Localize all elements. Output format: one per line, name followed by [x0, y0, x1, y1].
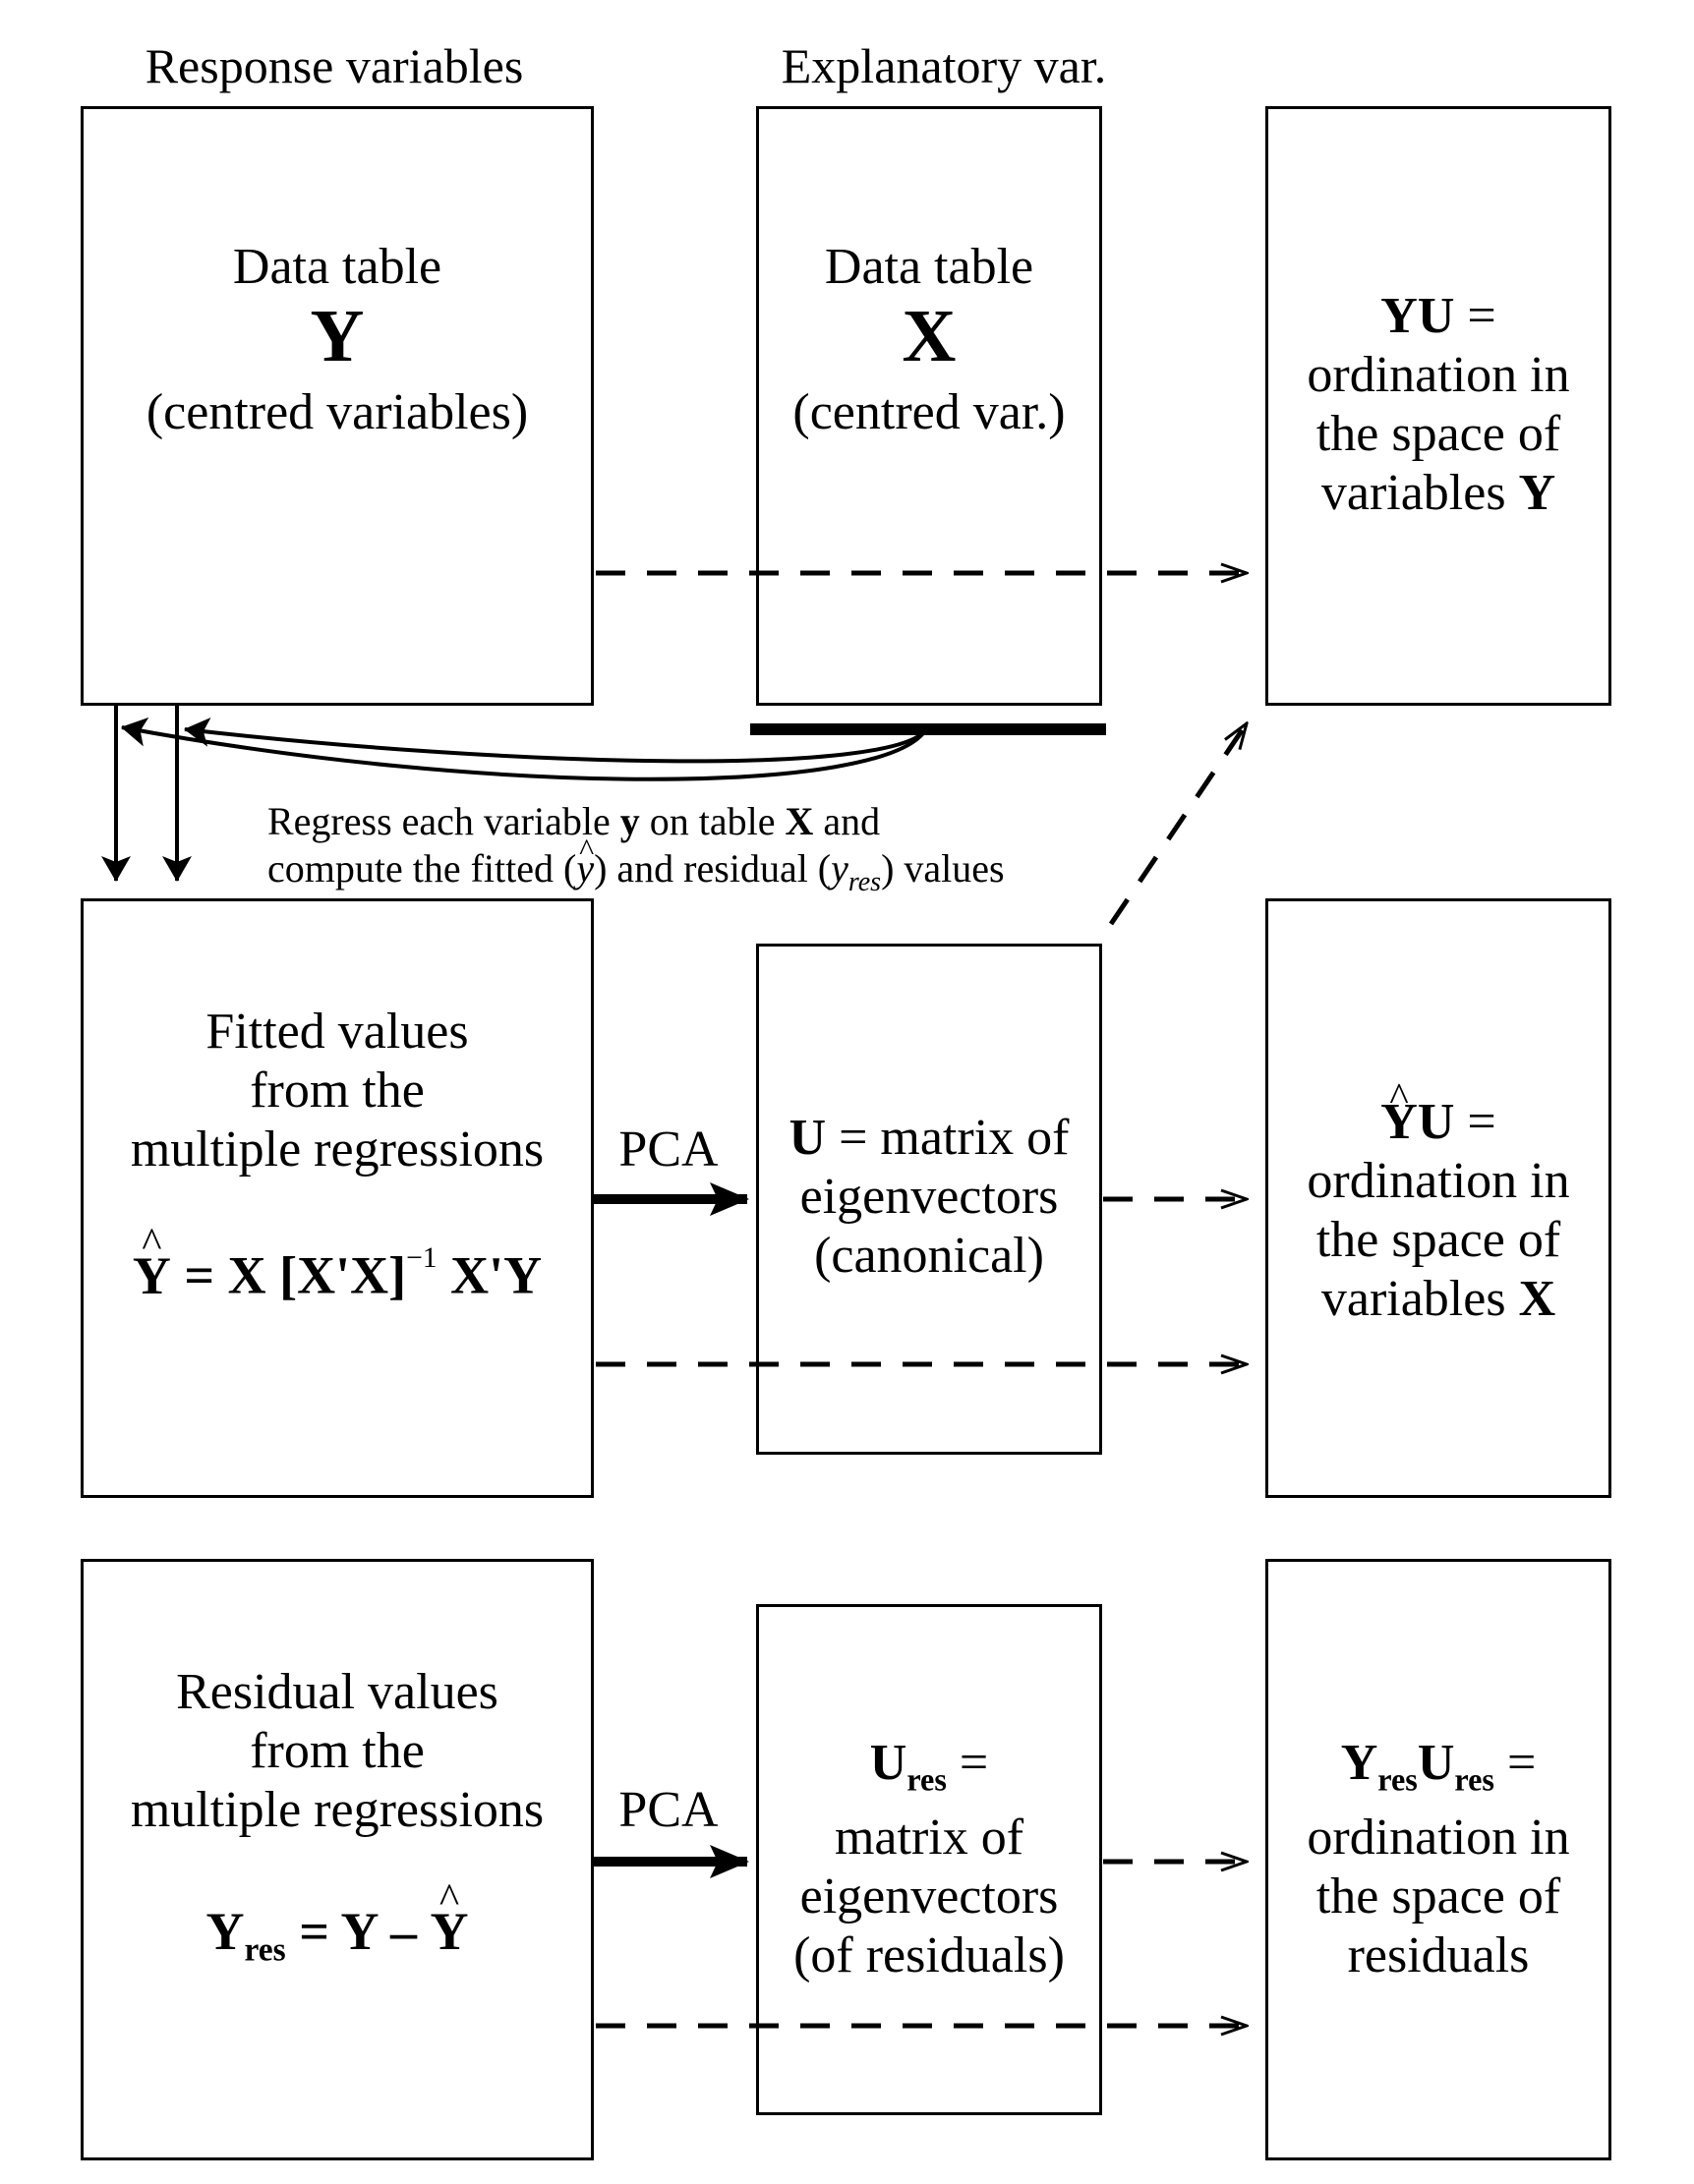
data-table-x-label: Data table: [824, 239, 1034, 295]
fitted-values-box: [81, 898, 594, 1498]
yhat-u-ordination-text: YU = ordination in the space of variable…: [1265, 1093, 1611, 1329]
regression-curve-arrow-2: [184, 717, 928, 764]
data-table-y-label: Data table: [232, 239, 442, 295]
residual-values-equation: Yres = Y – Y: [81, 1905, 594, 1967]
regression-note: Regress each variable y on table X and c…: [267, 798, 1152, 906]
response-variables-header: Response variables: [145, 38, 524, 93]
explanatory-variables-header: Explanatory var.: [781, 38, 1107, 93]
yu-line4b: Y: [1518, 465, 1556, 521]
yu-symbol: YU: [1380, 288, 1455, 344]
yu-ordination-text: YU = ordination in the space of variable…: [1265, 287, 1611, 523]
pca-label-fitted: PCA: [618, 1121, 719, 1178]
u-eigenvectors-box: [756, 944, 1102, 1455]
data-table-x-symbol: X: [902, 295, 957, 377]
data-table-x-caption: (centred var.): [792, 384, 1066, 440]
data-table-y-symbol: Y: [310, 295, 365, 377]
data-table-y-box: [81, 106, 594, 706]
residual-values-box: [81, 1559, 594, 2160]
yhat-u-ordination-box: [1265, 898, 1611, 1498]
ures-eigenvectors-text: Ures = matrix of eigenvectors (of residu…: [793, 1735, 1065, 1984]
fitted-values-text: Fitted values from the multiple regressi…: [130, 1004, 545, 1178]
yres-ures-ordination-box: [1265, 1559, 1611, 2160]
ures-eigenvectors-box: [756, 1604, 1102, 2115]
u-eigenvectors-text: U = matrix of eigenvectors (canonical): [789, 1110, 1070, 1284]
yu-line3: the space of: [1315, 406, 1561, 462]
yu-line4a: variables: [1320, 465, 1519, 521]
residual-values-text: Residual values from the multiple regres…: [130, 1664, 545, 1838]
regression-curve-arrow-1: [121, 717, 928, 781]
data-table-x-box: [756, 106, 1102, 706]
yu-line2: ordination in: [1307, 347, 1570, 403]
yu-ordination-box: [1265, 106, 1611, 706]
pca-label-residual: PCA: [618, 1782, 719, 1838]
fitted-values-equation: Y = X [X'X]−1 X'Y: [81, 1243, 594, 1302]
yu-equals: =: [1454, 288, 1496, 344]
dashed-arrow-u-to-yu: [1108, 723, 1247, 926]
data-table-y-caption: (centred variables): [146, 384, 529, 440]
yres-ures-ordination-text: YresUres = ordination in the space of re…: [1307, 1735, 1570, 1984]
